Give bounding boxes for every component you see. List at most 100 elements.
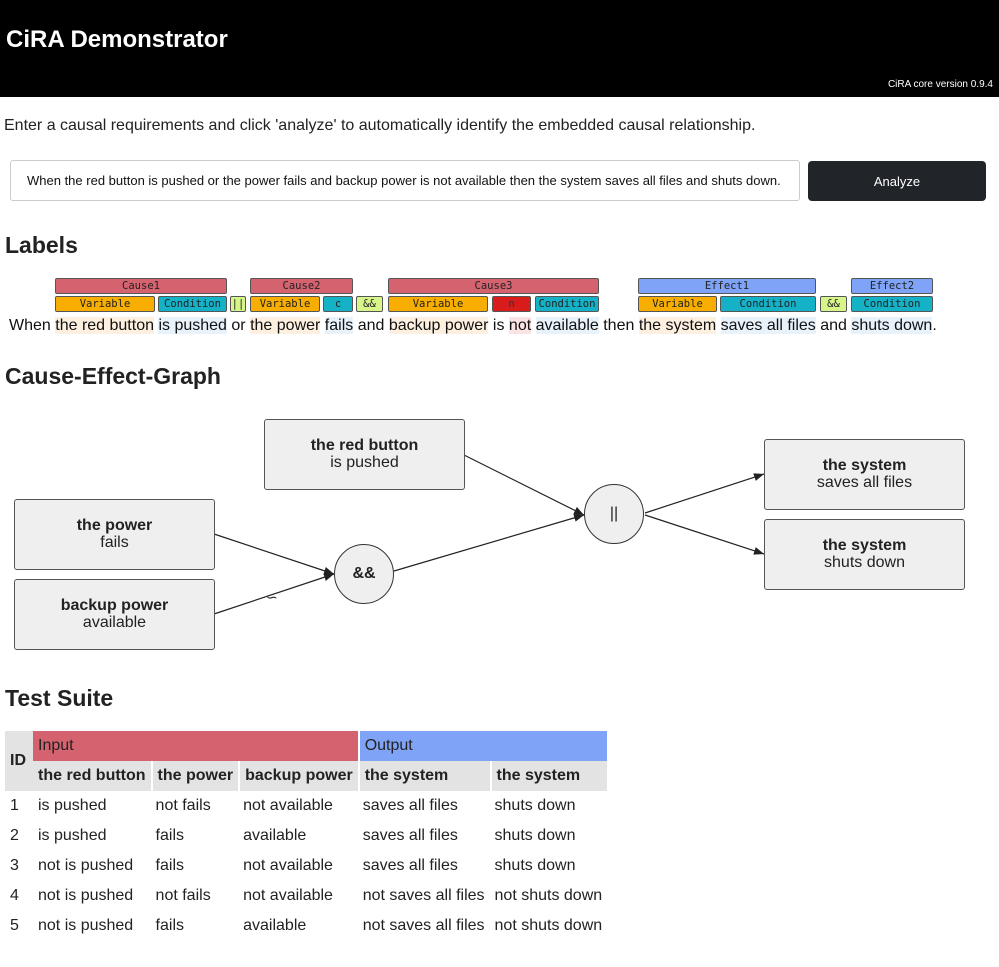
variable-span: backup power (388, 317, 489, 334)
table-row: 3 not is pushed fails not available save… (5, 851, 607, 881)
test-suite-table: ID Input Output the red button the power… (5, 731, 608, 941)
id-header: ID (5, 731, 33, 791)
variable-label: Variable (388, 296, 488, 312)
sentence-text: and (815, 317, 852, 334)
condition-label: Condition (158, 296, 227, 312)
node-condition: saves all files (816, 474, 913, 491)
graph-node-backup-power: backup power available (14, 579, 215, 650)
column-header: backup power (238, 761, 358, 791)
table-cell: 2 (10, 827, 19, 844)
table-cell: not available (243, 797, 333, 814)
table-cell: available (243, 827, 307, 844)
table-cell: 4 (10, 887, 19, 904)
graph-node-power: the power fails (14, 499, 215, 570)
node-condition: fails (100, 534, 129, 551)
app-header: CiRA Demonstrator CiRA core version 0.9.… (0, 0, 999, 97)
condition-span: is pushed (158, 317, 227, 334)
table-cell: not available (243, 857, 333, 874)
column-header: the system (357, 761, 490, 791)
edge (393, 513, 585, 572)
node-condition: available (82, 614, 147, 631)
table-row: 4 not is pushed not fails not available … (5, 881, 607, 911)
test-suite-heading: Test Suite (5, 685, 114, 711)
condition-label: c (323, 296, 353, 312)
sentence-text: When (9, 317, 56, 334)
node-condition: shuts down (824, 554, 905, 571)
table-cell: shuts down (494, 797, 576, 814)
table-cell: 1 (10, 797, 19, 814)
node-variable: the power (76, 517, 153, 534)
cause-label: Cause3 (388, 278, 599, 294)
cause-label: Cause2 (250, 278, 353, 294)
column-header: the system (489, 761, 608, 791)
variable-span: the red button (55, 317, 154, 334)
table-cell: fails (155, 917, 184, 934)
analyze-button[interactable]: Analyze (808, 161, 986, 201)
table-cell: shuts down (494, 827, 576, 844)
column-header: the red button (33, 761, 151, 791)
graph-node-red-button: the red button is pushed (264, 419, 465, 490)
sentence-text: then (598, 317, 639, 334)
output-header: Output (357, 731, 608, 761)
graph-heading: Cause-Effect-Graph (5, 363, 221, 389)
and-operator-node: && (334, 544, 394, 604)
table-cell: saves all files (362, 827, 458, 844)
intro-text: Enter a causal requirements and click 'a… (4, 117, 756, 134)
condition-label: Condition (851, 296, 933, 312)
table-cell: is pushed (38, 827, 107, 844)
app-title: CiRA Demonstrator (6, 26, 228, 53)
node-condition: is pushed (330, 454, 399, 471)
table-cell: is pushed (38, 797, 107, 814)
condition-span: saves all files (720, 317, 816, 334)
condition-span: fails (324, 317, 354, 334)
variable-span: the system (638, 317, 717, 334)
table-cell: available (243, 917, 307, 934)
graph-edges: ∽ (213, 454, 765, 615)
version-label: CiRA core version 0.9.4 (887, 79, 993, 90)
sentence-text: is (488, 317, 509, 334)
table-cell: shuts down (494, 857, 576, 874)
conjunction-label: && (356, 296, 383, 312)
variable-label: Variable (250, 296, 320, 312)
table-row: 1 is pushed not fails not available save… (5, 791, 607, 821)
sentence-text: . (932, 317, 937, 334)
table-row: 5 not is pushed fails available not save… (5, 911, 607, 941)
negated-edge (213, 573, 335, 615)
table-cell: saves all files (362, 857, 458, 874)
negation-symbol: ∽ (266, 590, 278, 606)
condition-span: shuts down (851, 317, 933, 334)
edge (644, 514, 765, 555)
requirement-input[interactable] (10, 160, 800, 201)
table-cell: not is pushed (38, 917, 134, 934)
labels-heading: Labels (5, 232, 78, 258)
negation-label: n (492, 296, 531, 312)
table-cell: not is pushed (38, 857, 134, 874)
or-operator-node: || (584, 484, 644, 544)
condition-span: available (535, 317, 599, 334)
edge (213, 533, 335, 575)
table-cell: not is pushed (38, 887, 134, 904)
table-cell: not shuts down (494, 917, 603, 934)
sentence-text (716, 317, 720, 334)
variable-label: Variable (638, 296, 717, 312)
annotated-sentence: When the red button is pushed or the pow… (9, 317, 937, 335)
effect-label: Effect1 (638, 278, 816, 294)
conjunction-label: && (820, 296, 847, 312)
condition-label: Condition (720, 296, 816, 312)
conjunction-label: || (230, 296, 246, 312)
input-header: Input (33, 731, 358, 761)
table-cell: fails (155, 827, 184, 844)
sentence-text (531, 317, 535, 334)
node-variable: backup power (60, 597, 169, 614)
variable-span: the power (250, 317, 321, 334)
graph-node-shuts-down: the system shuts down (764, 519, 965, 590)
table-cell: not shuts down (494, 887, 603, 904)
table-cell: fails (155, 857, 184, 874)
cause-label: Cause1 (55, 278, 227, 294)
table-cell: not fails (155, 887, 211, 904)
sentence-text: and (353, 317, 389, 334)
graph-node-saves-files: the system saves all files (764, 439, 965, 510)
node-variable: the system (822, 457, 907, 474)
condition-label: Condition (535, 296, 599, 312)
table-cell: 3 (10, 857, 19, 874)
